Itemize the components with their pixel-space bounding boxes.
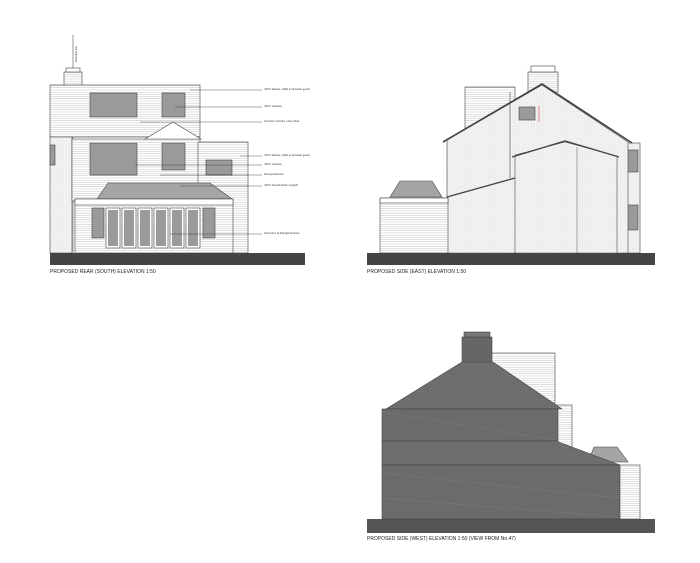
boundary-note: Boundary line bbox=[74, 46, 78, 62]
chimney bbox=[461, 336, 493, 364]
caption-east: PROPOSED SIDE (EAST) ELEVATION 1:50 bbox=[367, 269, 466, 275]
right-bay-window-2 bbox=[626, 204, 639, 231]
dormer-window-right bbox=[161, 92, 186, 118]
extension-cladding bbox=[618, 464, 641, 520]
chimney-pots bbox=[65, 67, 81, 73]
note-fascias-upper: UPVC fascias, soffits & rainwater goods bbox=[264, 87, 310, 91]
gable-window bbox=[518, 106, 536, 121]
left-window bbox=[49, 144, 56, 166]
side-window-left bbox=[91, 207, 105, 239]
right-bay-window-1 bbox=[626, 149, 639, 173]
shadow-lines bbox=[381, 411, 619, 518]
chimney-pots bbox=[530, 65, 556, 73]
dormer-window-left bbox=[89, 92, 138, 118]
door-glazing bbox=[156, 210, 166, 246]
bifold-doors bbox=[105, 207, 201, 249]
side-window-right bbox=[202, 207, 216, 239]
annotation-leaders bbox=[135, 89, 262, 235]
door-glazing bbox=[172, 210, 182, 246]
door-glazing bbox=[188, 210, 198, 246]
lantern-skylight bbox=[96, 182, 233, 200]
extension-fascia bbox=[74, 198, 234, 206]
note-windows-lower: UPVC windows bbox=[264, 162, 283, 166]
note-roof-tiles: Concrete roof tiles, colour Red bbox=[264, 119, 300, 123]
pitch-line bbox=[446, 177, 516, 198]
east-elevation: PROPOSED SIDE (EAST) ELEVATION 1:50 bbox=[367, 65, 655, 275]
note-windows-upper: UPVC windows bbox=[264, 104, 283, 108]
chimney-pots bbox=[463, 331, 491, 338]
main-roof-verge bbox=[442, 83, 633, 144]
caption-rear: PROPOSED REAR (SOUTH) ELEVATION 1:50 bbox=[50, 269, 156, 275]
extension-fascia bbox=[379, 197, 449, 204]
note-fascias-lower: UPVC fascias, soffits & rainwater goods bbox=[264, 153, 310, 157]
caption-west: PROPOSED SIDE (WEST) ELEVATION 1:50 (VIE… bbox=[367, 536, 516, 542]
ground-bar bbox=[367, 253, 655, 265]
lower-gable-wall bbox=[514, 141, 618, 254]
ground-bar bbox=[50, 253, 305, 265]
lower-roof-verge bbox=[511, 140, 620, 158]
porch-gable bbox=[143, 121, 203, 140]
first-floor-window-left bbox=[89, 142, 138, 176]
rear-elevation: Boundary line bbox=[49, 35, 310, 275]
upper-wall bbox=[381, 408, 559, 442]
door-glazing bbox=[140, 210, 150, 246]
note-doors: Aluminium bi-fold glazed doors bbox=[264, 231, 300, 235]
lower-roof bbox=[381, 440, 621, 466]
west-elevation: PROPOSED SIDE (WEST) ELEVATION 1:50 (VIE… bbox=[367, 331, 655, 542]
door-glazing bbox=[108, 210, 118, 246]
side-extension bbox=[379, 197, 449, 254]
note-brickwork: Facing brickwork bbox=[264, 172, 284, 176]
ground-bar bbox=[367, 519, 655, 533]
lower-wall bbox=[381, 464, 621, 520]
lantern-skylight bbox=[389, 180, 443, 198]
note-lantern: UPVC framed lantern skylight bbox=[264, 183, 298, 187]
right-wing-window bbox=[205, 159, 233, 176]
door-glazing bbox=[124, 210, 134, 246]
first-floor-window-right bbox=[161, 142, 186, 171]
